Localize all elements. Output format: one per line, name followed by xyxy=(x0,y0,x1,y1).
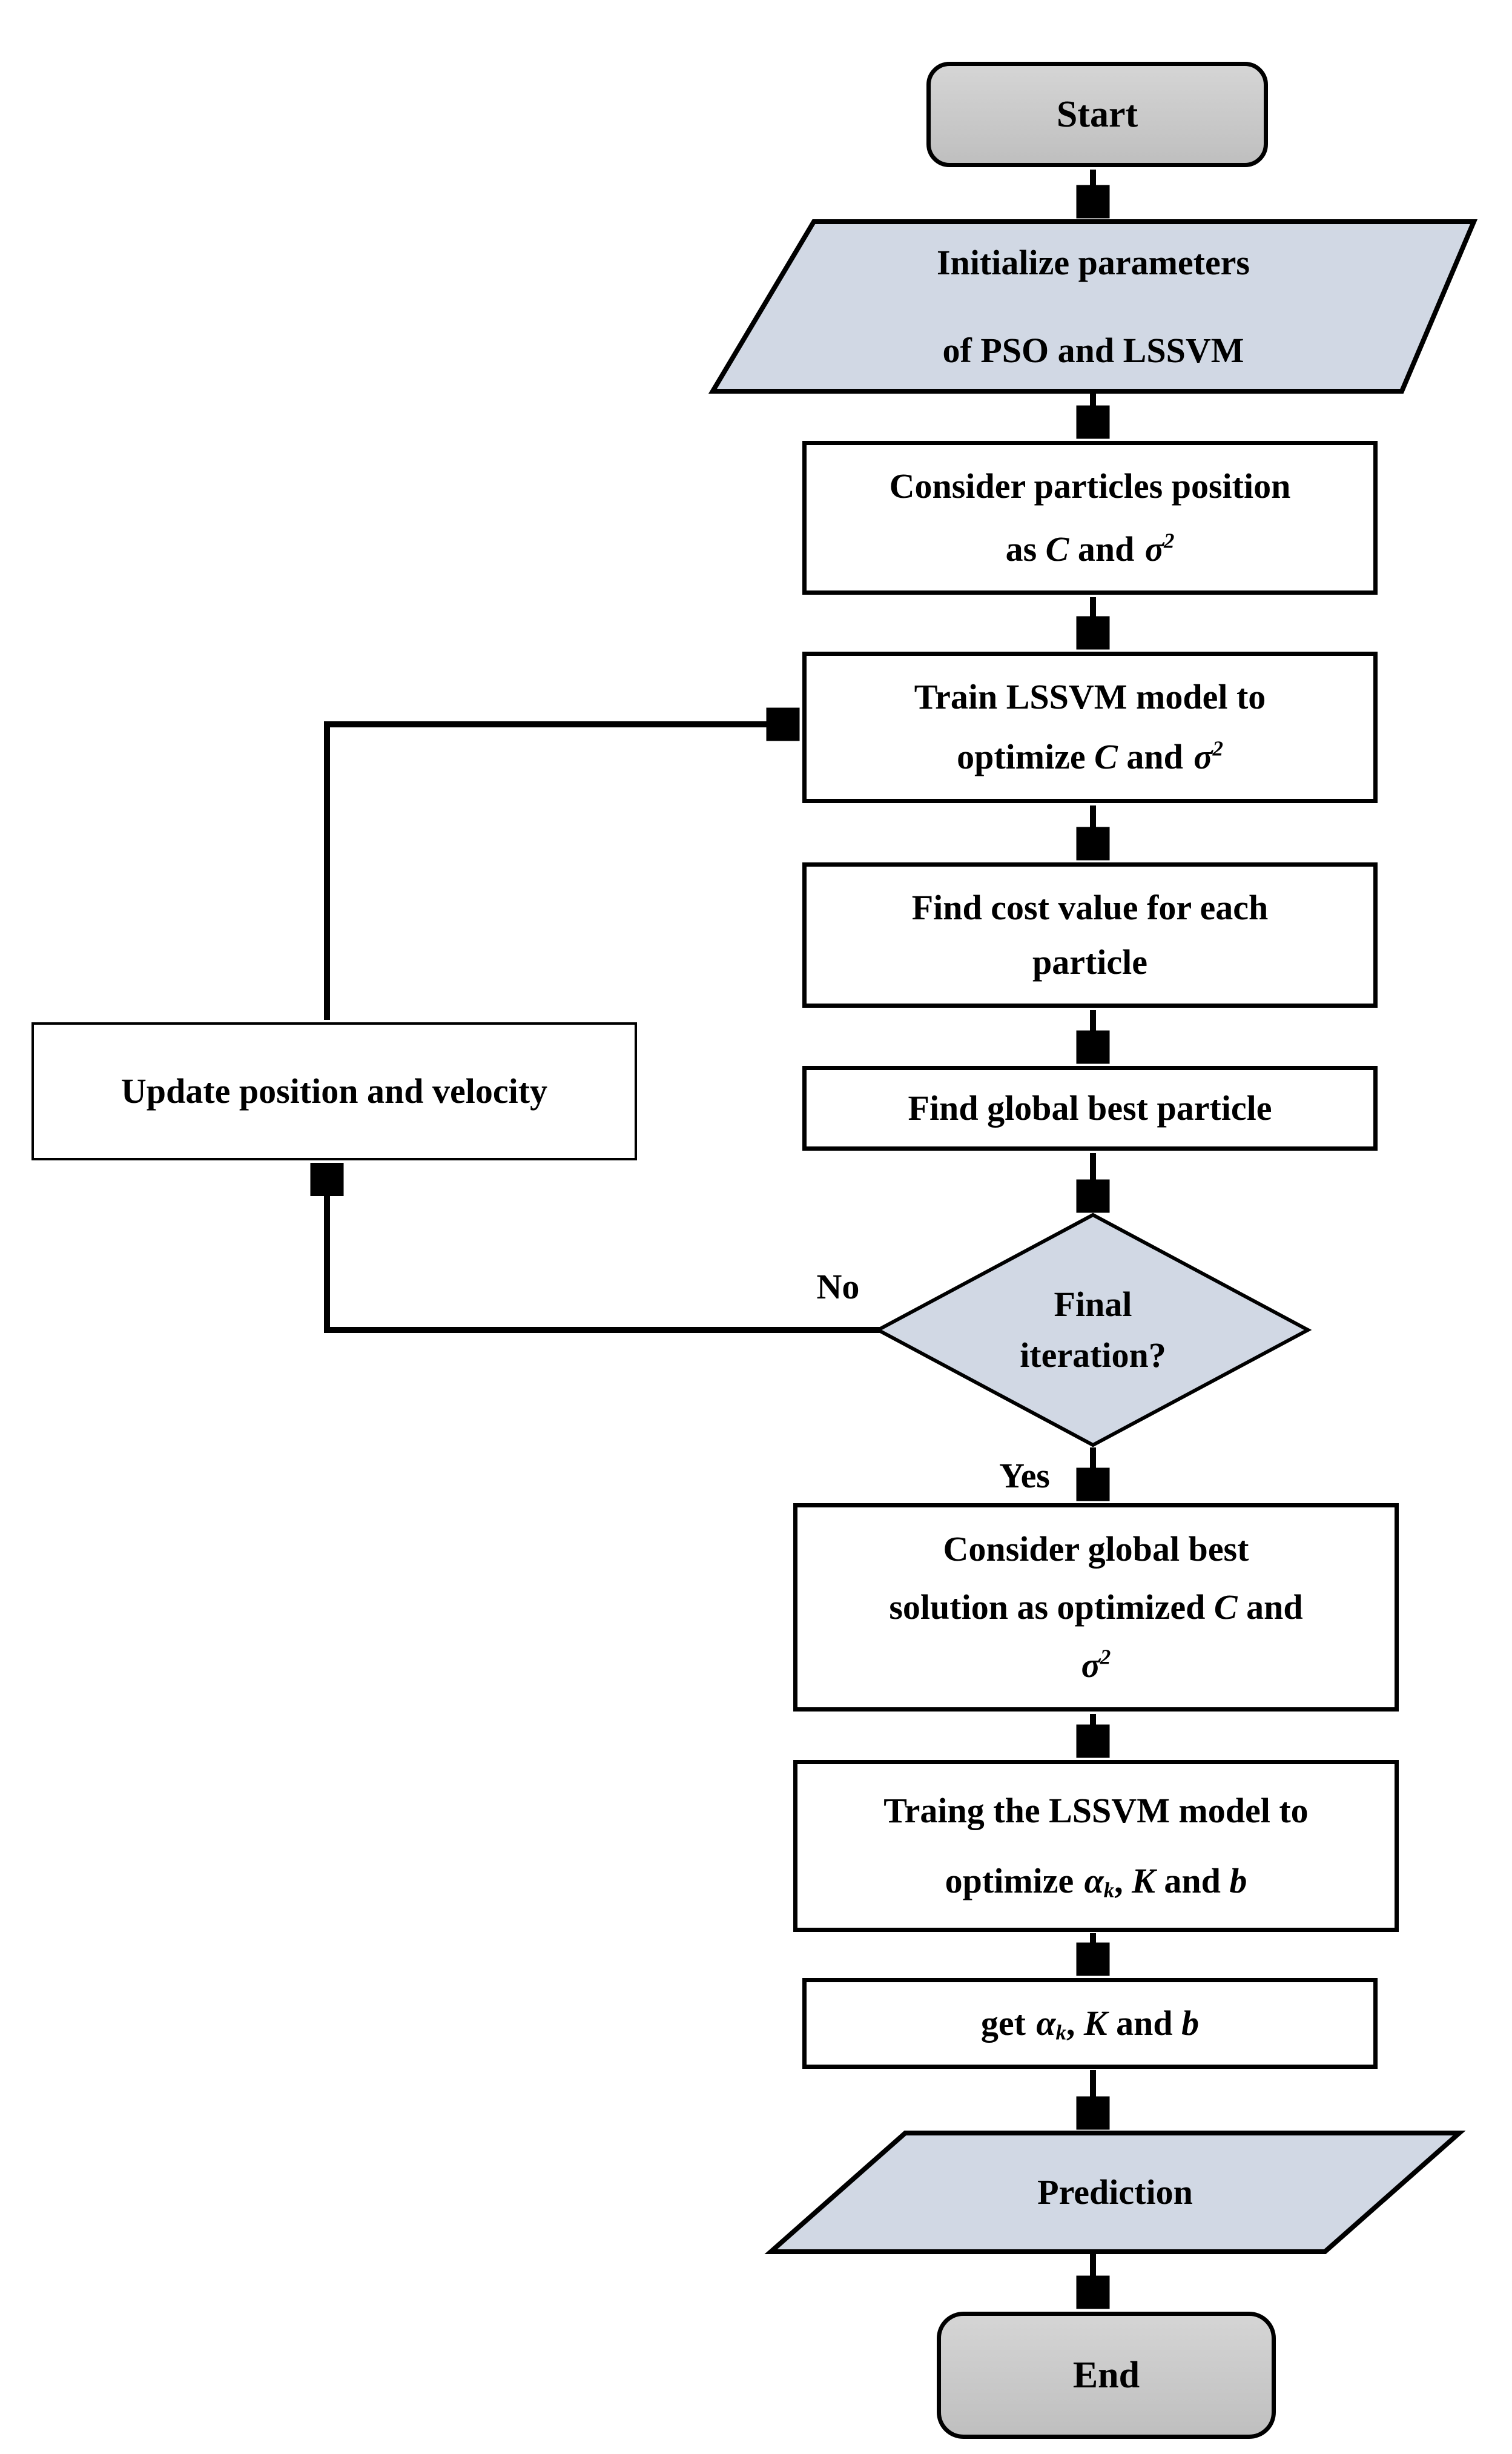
math-subscript-k: k xyxy=(1055,2020,1066,2045)
consider-global-best-node: Consider global best solution as optimiz… xyxy=(793,1503,1399,1712)
text-segment: and xyxy=(1107,2003,1182,2043)
no-branch-label: No xyxy=(816,1266,860,1306)
text-segment: optimize xyxy=(957,737,1095,776)
text-line: Final xyxy=(1054,1284,1132,1324)
text-line: particle xyxy=(1032,942,1148,982)
train-final-model-node: Traing the LSSVM model to optimize αk, K … xyxy=(793,1760,1399,1932)
math-C: C xyxy=(1213,1587,1238,1627)
node-label: End xyxy=(1072,2354,1140,2396)
find-cost-node: Find cost value for each particle xyxy=(802,862,1378,1008)
math-sigma: σ xyxy=(1081,1645,1100,1685)
edge-update-to-train xyxy=(324,724,794,1020)
math-superscript-2: 2 xyxy=(1164,529,1175,553)
text-segment: as xyxy=(1005,529,1046,569)
text-line: Find cost value for each xyxy=(911,888,1269,928)
math-sigma: σ xyxy=(1193,737,1213,776)
node-label: Find global best particle xyxy=(908,1088,1272,1128)
text-line: Initialize parameters xyxy=(936,243,1250,282)
text-segment: and xyxy=(1237,1587,1303,1627)
text-line: Consider particles position xyxy=(889,466,1291,506)
prediction-node: Prediction xyxy=(771,2133,1459,2252)
start-node: Start xyxy=(926,62,1268,167)
math-C: C xyxy=(1094,737,1118,776)
node-label: Start xyxy=(1056,93,1138,135)
math-sigma: σ xyxy=(1144,529,1164,569)
math-C: C xyxy=(1045,529,1069,569)
math-b: b xyxy=(1181,2003,1200,2043)
text-line: Consider global best xyxy=(943,1529,1249,1569)
text-line: Train LSSVM model to xyxy=(914,677,1266,717)
text-line: Traing the LSSVM model to xyxy=(883,1791,1309,1830)
text-segment: and xyxy=(1069,529,1135,569)
math-K: K xyxy=(1132,1861,1155,1900)
update-position-velocity-node: Update position and velocity xyxy=(31,1022,637,1160)
text-line: iteration? xyxy=(1020,1335,1166,1375)
text-segment: solution as optimized xyxy=(889,1587,1214,1627)
find-global-best-node: Find global best particle xyxy=(802,1066,1378,1151)
end-node: End xyxy=(937,2312,1276,2439)
node-label: Prediction xyxy=(1037,2172,1193,2212)
init-parameters-node: Initialize parameters of PSO and LSSVM xyxy=(713,222,1474,391)
text-segment: and xyxy=(1155,1861,1230,1900)
text-segment: , xyxy=(1066,2003,1084,2043)
text-segment: optimize xyxy=(945,1861,1074,1900)
text-line: solution as optimized C and xyxy=(889,1578,1302,1636)
text-line: of PSO and LSSVM xyxy=(942,331,1244,370)
math-K: K xyxy=(1083,2003,1108,2043)
math-alpha: α xyxy=(1036,2003,1056,2043)
node-label: Update position and velocity xyxy=(120,1071,548,1111)
text-line: σ2 xyxy=(1081,1636,1111,1695)
math-subscript-k: k xyxy=(1103,1878,1115,1902)
math-superscript-2: 2 xyxy=(1212,736,1223,761)
text-segment: , xyxy=(1114,1861,1132,1900)
math-b: b xyxy=(1229,1861,1247,1900)
yes-branch-label: Yes xyxy=(999,1455,1050,1495)
final-iteration-decision-node: Final iteration? xyxy=(878,1215,1308,1445)
text-line: optimize αk, K and b xyxy=(945,1846,1247,1916)
math-superscript-2: 2 xyxy=(1100,1645,1111,1669)
text-segment: and xyxy=(1117,737,1183,776)
text-segment: get xyxy=(980,2003,1026,2043)
math-alpha: α xyxy=(1084,1861,1104,1900)
